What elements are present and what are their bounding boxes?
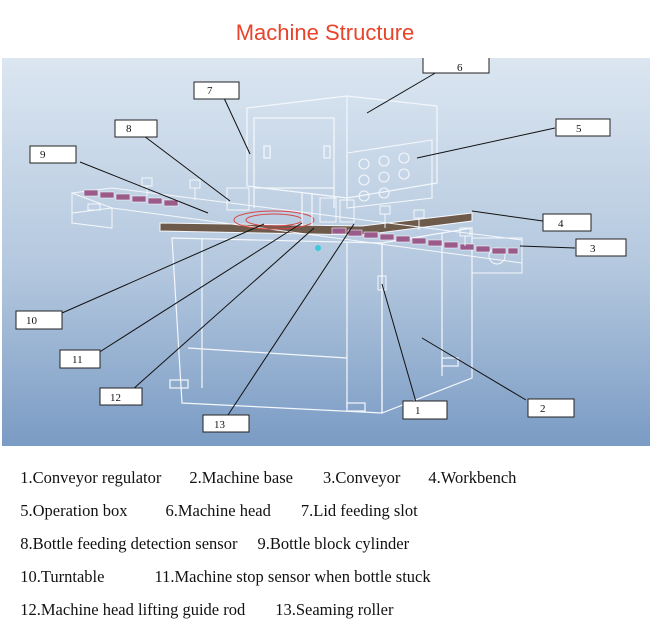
conveyor-links (83, 189, 519, 255)
workbench (159, 212, 473, 236)
callout-9: 9 (29, 145, 77, 164)
svg-text:10: 10 (26, 315, 38, 327)
svg-text:9: 9 (40, 149, 46, 161)
legend-row-3: 8.Bottle feeding detection sensor 9.Bottl… (12, 514, 409, 554)
callout-13: 13 (202, 414, 250, 433)
svg-text:1: 1 (415, 405, 421, 417)
conveyor (71, 187, 523, 274)
callout-3: 3 (575, 238, 627, 257)
legend-item-conveyor-regulator: 1.Conveyor regulator (20, 468, 162, 487)
svg-text:5: 5 (576, 123, 582, 135)
callout-6: 6 (422, 58, 490, 74)
svg-text:2: 2 (540, 403, 546, 415)
callout-2: 2 (527, 398, 575, 418)
legend-item-workbench: 4.Workbench (428, 468, 517, 487)
legend-item-turntable: 10.Turntable (20, 567, 105, 586)
legend-item-conveyor: 3.Conveyor (322, 468, 401, 487)
legend-item-bottle-block-cylinder: 9.Bottle block cylinder (257, 534, 410, 553)
legend-row-5: 12.Machine head lifting guide rod 13.Seam… (12, 580, 393, 620)
legend-row-1: 1.Conveyor regulator 2.Machine base 3.Conv… (12, 448, 516, 488)
operation-box (346, 139, 433, 209)
legend-row-2: 5.Operation box 6.Machine head 7.Lid feedi… (12, 481, 418, 521)
diagram-background (2, 58, 650, 446)
callout-8: 8 (114, 119, 158, 138)
legend-item-bottle-feeding-detection-sensor: 8.Bottle feeding detection sensor (20, 534, 238, 553)
legend-item-machine-head: 6.Machine head (165, 501, 271, 520)
callout-11: 11 (59, 349, 101, 369)
callout-5: 5 (555, 118, 611, 137)
callout-10: 10 (15, 310, 63, 330)
svg-text:11: 11 (72, 354, 83, 366)
leader-lines (61, 71, 576, 416)
svg-text:3: 3 (590, 243, 596, 255)
diagram-title: Machine Structure (235, 20, 415, 45)
legend-row-4: 10.Turntable 11.Machine stop sensor when … (12, 547, 431, 587)
legend-item-machine-base: 2.Machine base (189, 468, 293, 487)
callout-12: 12 (99, 387, 143, 406)
svg-text:13: 13 (214, 419, 226, 431)
conveyor-regulators (141, 177, 471, 246)
callout-4: 4 (542, 213, 592, 232)
svg-text:7: 7 (207, 85, 213, 97)
legend-item-lid-feeding-slot: 7.Lid feeding slot (300, 501, 418, 520)
legend-item-operation-box: 5.Operation box (20, 501, 128, 520)
legend-item-machine-stop-sensor: 11.Machine stop sensor when bottle stuck (154, 567, 431, 586)
svg-text:6: 6 (457, 62, 463, 74)
svg-text:12: 12 (110, 392, 121, 404)
svg-text:4: 4 (558, 218, 564, 230)
legend-item-head-lifting-guide-rod: 12.Machine head lifting guide rod (20, 600, 246, 619)
callout-7: 7 (193, 81, 240, 100)
svg-text:8: 8 (126, 123, 132, 135)
legend-item-seaming-roller: 13.Seaming roller (275, 600, 394, 619)
callout-1: 1 (402, 400, 448, 420)
machine-diagram: 6 7 8 9 5 4 3 10 11 12 13 1 (2, 58, 650, 446)
